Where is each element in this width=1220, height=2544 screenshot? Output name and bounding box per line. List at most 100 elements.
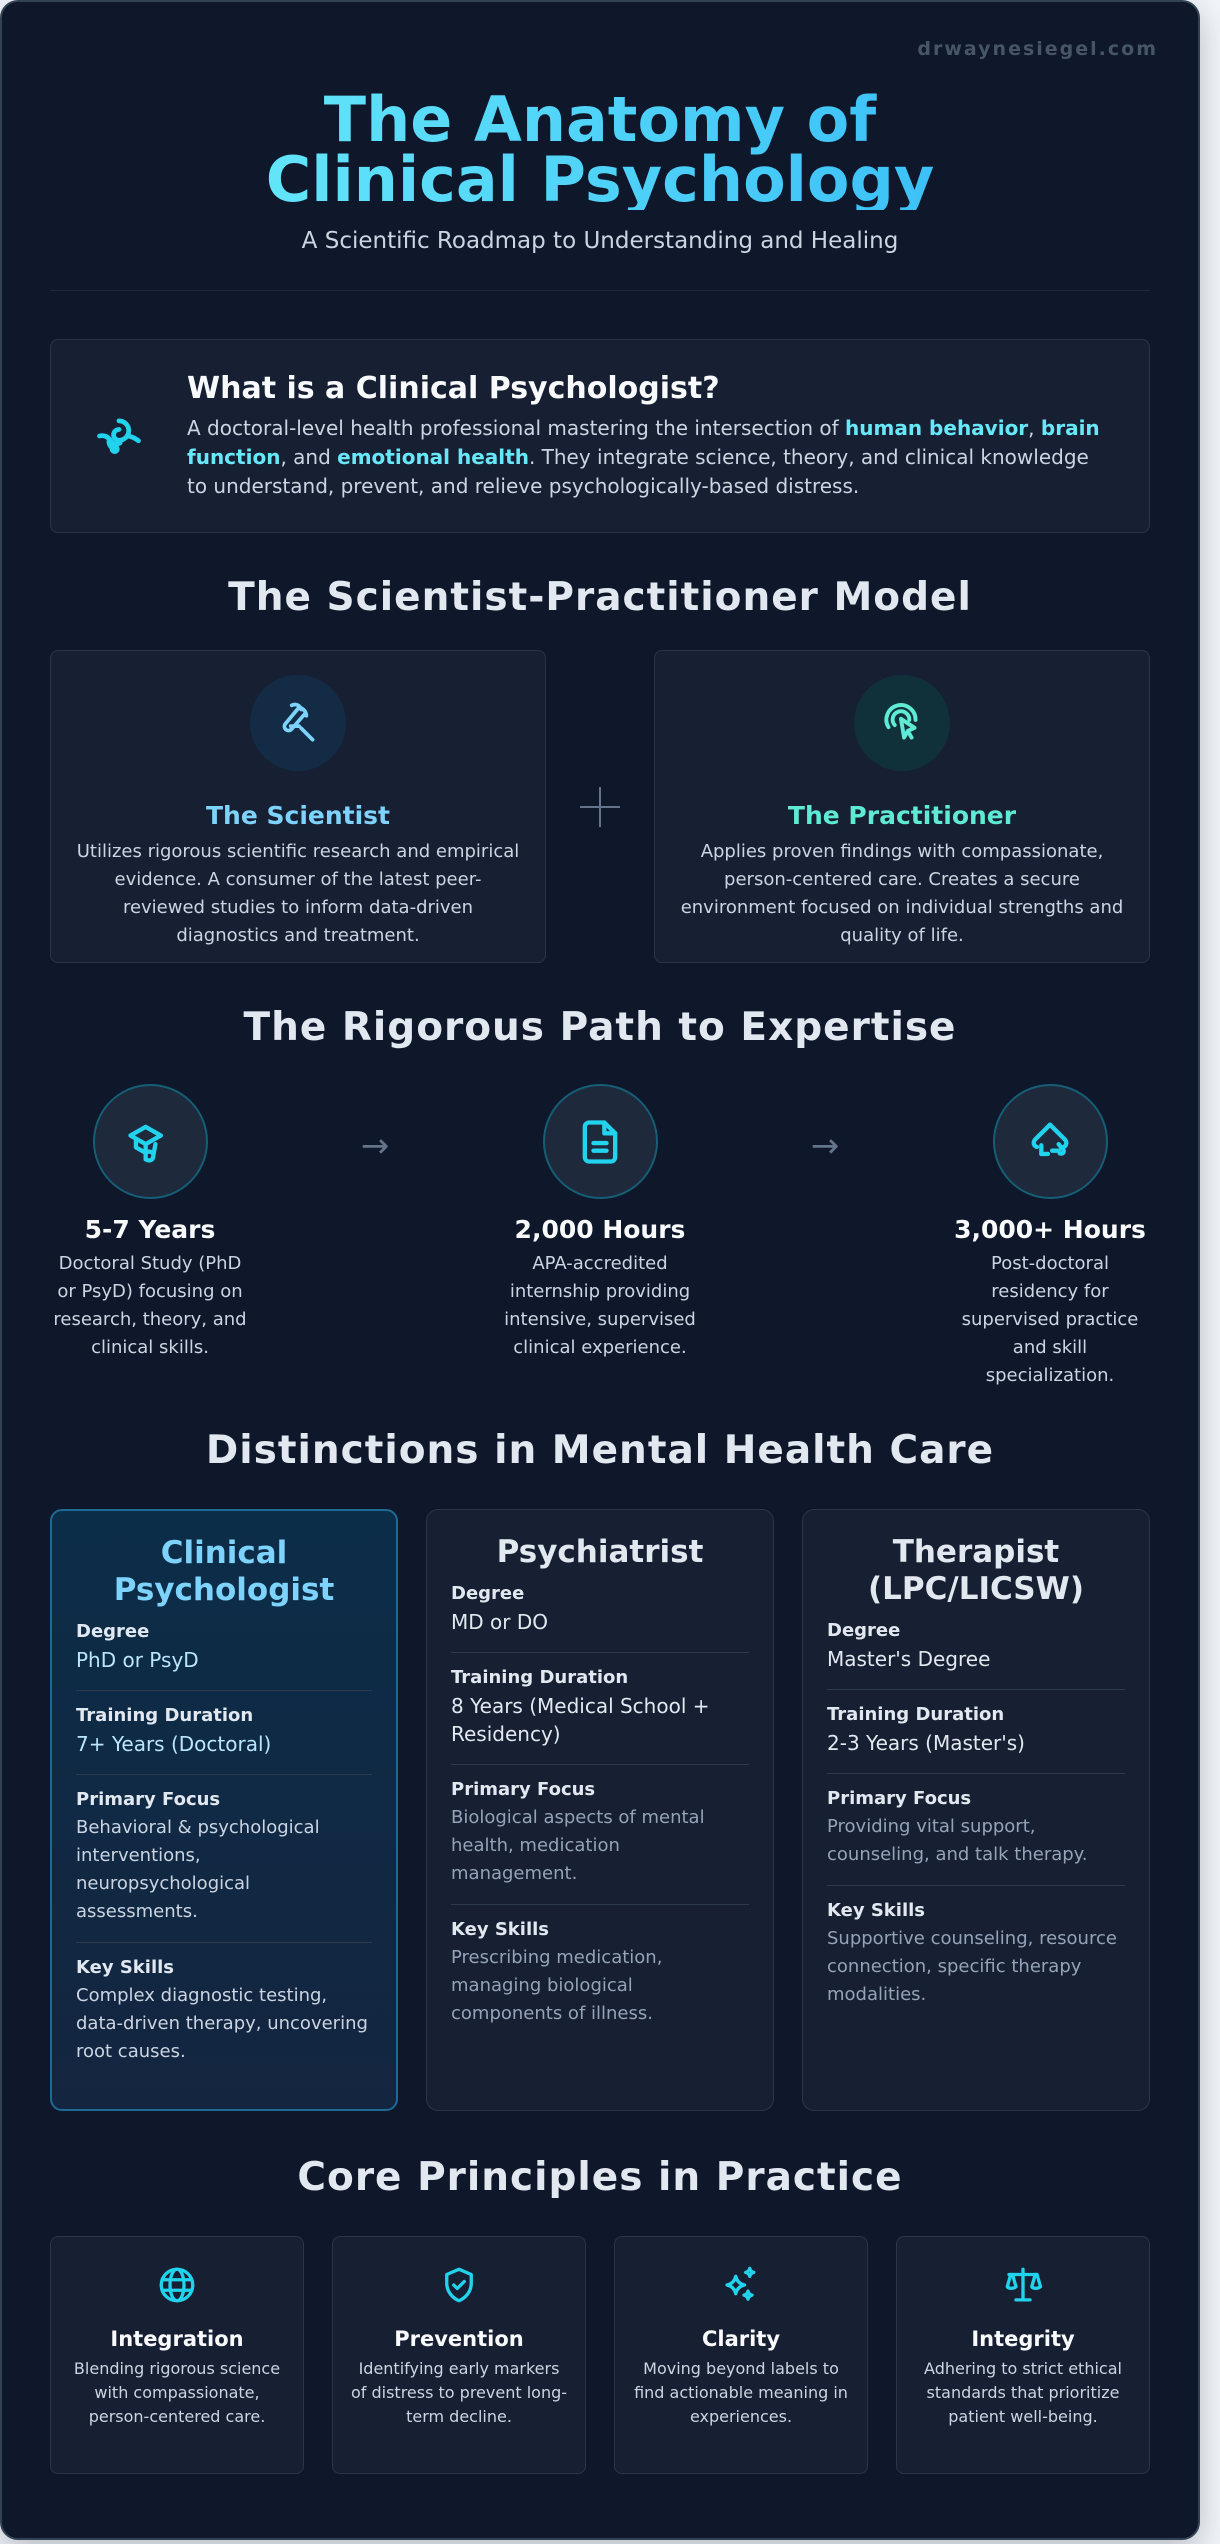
field-degree: Degree MD or DO	[451, 1583, 749, 1653]
field-value: 8 Years (Medical School + Residency)	[451, 1694, 710, 1746]
scientist-title: The Scientist	[205, 801, 390, 830]
field-value: Complex diagnostic testing, data-driven …	[76, 1985, 368, 2062]
principle-description: Blending rigorous science with compassio…	[73, 2359, 281, 2426]
profession-title: Psychiatrist	[496, 1534, 704, 1570]
shield-check-icon	[437, 2263, 481, 2307]
principle-card-integration: Integration Blending rigorous science wi…	[50, 2236, 304, 2474]
field-value: Biological aspects of mental health, med…	[451, 1807, 705, 1884]
brain-icon	[89, 406, 149, 466]
arrow-right-icon: →	[360, 1126, 390, 1166]
scientist-card: The Scientist Utilizes rigorous scientif…	[50, 650, 546, 963]
practitioner-card: The Practitioner Applies proven findings…	[654, 650, 1150, 963]
field-value: MD or DO	[451, 1610, 548, 1634]
distinctions-comparison: Clinical Psychologist Degree PhD or PsyD…	[50, 1509, 1150, 2111]
field-skills: Key Skills Supportive counseling, resour…	[827, 1886, 1125, 2025]
practitioner-title: The Practitioner	[787, 801, 1017, 830]
intro-text-segment: ,	[1028, 416, 1041, 440]
field-label: Key Skills	[827, 1900, 925, 1921]
field-label: Primary Focus	[76, 1789, 221, 1810]
highlight-brain-function: brain function	[187, 416, 1100, 469]
principle-description: Moving beyond labels to find actionable …	[634, 2359, 848, 2426]
field-skills: Key Skills Prescribing medication, manag…	[451, 1905, 749, 2044]
section-heading-path: The Rigorous Path to Expertise	[243, 1005, 957, 1050]
step-title: 2,000 Hours	[514, 1215, 686, 1244]
arrow-right-icon: →	[810, 1126, 840, 1166]
profession-card-clinical-psychologist: Clinical Psychologist Degree PhD or PsyD…	[50, 1509, 398, 2111]
field-label: Primary Focus	[451, 1779, 596, 1800]
step-description: APA-accredited internship providing inte…	[504, 1253, 696, 1358]
intro-text-segment: . They integrate science, theory, and cl…	[187, 445, 1089, 498]
intro-title: What is a Clinical Psychologist?	[187, 371, 720, 406]
field-value: Supportive counseling, resource connecti…	[827, 1928, 1117, 2005]
plus-icon	[580, 786, 620, 827]
field-degree: Degree Master's Degree	[827, 1620, 1125, 1690]
field-training: Training Duration 8 Years (Medical Schoo…	[451, 1653, 749, 1765]
field-training: Training Duration 2-3 Years (Master's)	[827, 1690, 1125, 1774]
profession-title: Clinical Psychologist	[113, 1535, 335, 1608]
page-subtitle: A Scientific Roadmap to Understanding an…	[301, 228, 899, 254]
principle-title: Prevention	[394, 2327, 524, 2351]
path-step: 5-7 Years Doctoral Study (PhD or PsyD) f…	[50, 1084, 250, 1362]
principles-grid: Integration Blending rigorous science wi…	[50, 2236, 1150, 2474]
pointer-touch-icon	[854, 675, 950, 771]
field-focus: Primary Focus Providing vital support, c…	[827, 1774, 1125, 1886]
globe-icon	[155, 2263, 199, 2307]
field-value: PhD or PsyD	[76, 1648, 199, 1672]
section-heading-principles: Core Principles in Practice	[297, 2155, 903, 2200]
field-degree: Degree PhD or PsyD	[76, 1621, 372, 1691]
principle-description: Identifying early markers of distress to…	[350, 2359, 568, 2426]
field-value: 2-3 Years (Master's)	[827, 1731, 1025, 1755]
step-title: 3,000+ Hours	[954, 1215, 1146, 1244]
principle-card-integrity: Integrity Adhering to strict ethical sta…	[896, 2236, 1150, 2474]
field-label: Key Skills	[451, 1919, 549, 1940]
step-title: 5-7 Years	[84, 1215, 216, 1244]
page-header: The Anatomy of Clinical Psychology A Sci…	[50, 2, 1150, 255]
field-label: Degree	[76, 1621, 150, 1642]
field-label: Degree	[451, 1583, 525, 1604]
principle-title: Clarity	[701, 2327, 781, 2351]
highlight-human-behavior: human behavior	[845, 416, 1029, 440]
scientist-description: Utilizes rigorous scientific research an…	[76, 841, 520, 946]
field-value: 7+ Years (Doctoral)	[76, 1732, 272, 1756]
section-heading-model: The Scientist-Practitioner Model	[228, 575, 972, 620]
field-value: Providing vital support, counseling, and…	[827, 1816, 1088, 1865]
path-steps: 5-7 Years Doctoral Study (PhD or PsyD) f…	[50, 1084, 1150, 1390]
step-description: Doctoral Study (PhD or PsyD) focusing on…	[53, 1253, 247, 1358]
principle-card-clarity: Clarity Moving beyond labels to find act…	[614, 2236, 868, 2474]
intro-card: What is a Clinical Psychologist? A docto…	[50, 339, 1150, 533]
profession-title: Therapist (LPC/LICSW)	[867, 1534, 1085, 1607]
field-value: Master's Degree	[827, 1647, 991, 1671]
practitioner-description: Applies proven findings with compassiona…	[680, 841, 1124, 946]
site-watermark: drwaynesiegel.com	[917, 38, 1158, 60]
profession-card-therapist: Therapist (LPC/LICSW) Degree Master's De…	[802, 1509, 1150, 2111]
field-value: Behavioral & psychological interventions…	[76, 1817, 320, 1922]
intro-body: What is a Clinical Psychologist? A docto…	[187, 371, 1115, 501]
intro-text-segment: A doctoral-level health professional mas…	[187, 416, 846, 440]
path-step: 3,000+ Hours Post-doctoral residency for…	[950, 1084, 1150, 1390]
field-label: Training Duration	[451, 1667, 629, 1688]
principle-card-prevention: Prevention Identifying early markers of …	[332, 2236, 586, 2474]
path-step: 2,000 Hours APA-accredited internship pr…	[500, 1084, 700, 1362]
field-skills: Key Skills Complex diagnostic testing, d…	[76, 1943, 372, 2082]
step-description: Post-doctoral residency for supervised p…	[961, 1253, 1139, 1386]
scale-icon	[1001, 2263, 1045, 2307]
header-divider	[50, 290, 1150, 291]
field-label: Training Duration	[827, 1704, 1005, 1725]
section-heading-distinctions: Distinctions in Mental Health Care	[205, 1428, 995, 1473]
profession-card-psychiatrist: Psychiatrist Degree MD or DO Training Du…	[426, 1509, 774, 2111]
intro-text-segment: , and	[280, 445, 338, 469]
highlight-emotional-health: emotional health	[337, 445, 529, 469]
field-label: Key Skills	[76, 1957, 174, 1978]
field-training: Training Duration 7+ Years (Doctoral)	[76, 1691, 372, 1775]
field-label: Degree	[827, 1620, 901, 1641]
field-label: Training Duration	[76, 1705, 254, 1726]
microscope-icon	[250, 675, 346, 771]
page-title: The Anatomy of Clinical Psychology	[190, 89, 1010, 211]
principle-title: Integration	[110, 2327, 244, 2351]
model-row: The Scientist Utilizes rigorous scientif…	[50, 650, 1150, 963]
field-focus: Primary Focus Biological aspects of ment…	[451, 1765, 749, 1905]
principle-title: Integrity	[971, 2327, 1075, 2351]
field-label: Primary Focus	[827, 1788, 972, 1809]
principle-description: Adhering to strict ethical standards tha…	[924, 2359, 1122, 2426]
